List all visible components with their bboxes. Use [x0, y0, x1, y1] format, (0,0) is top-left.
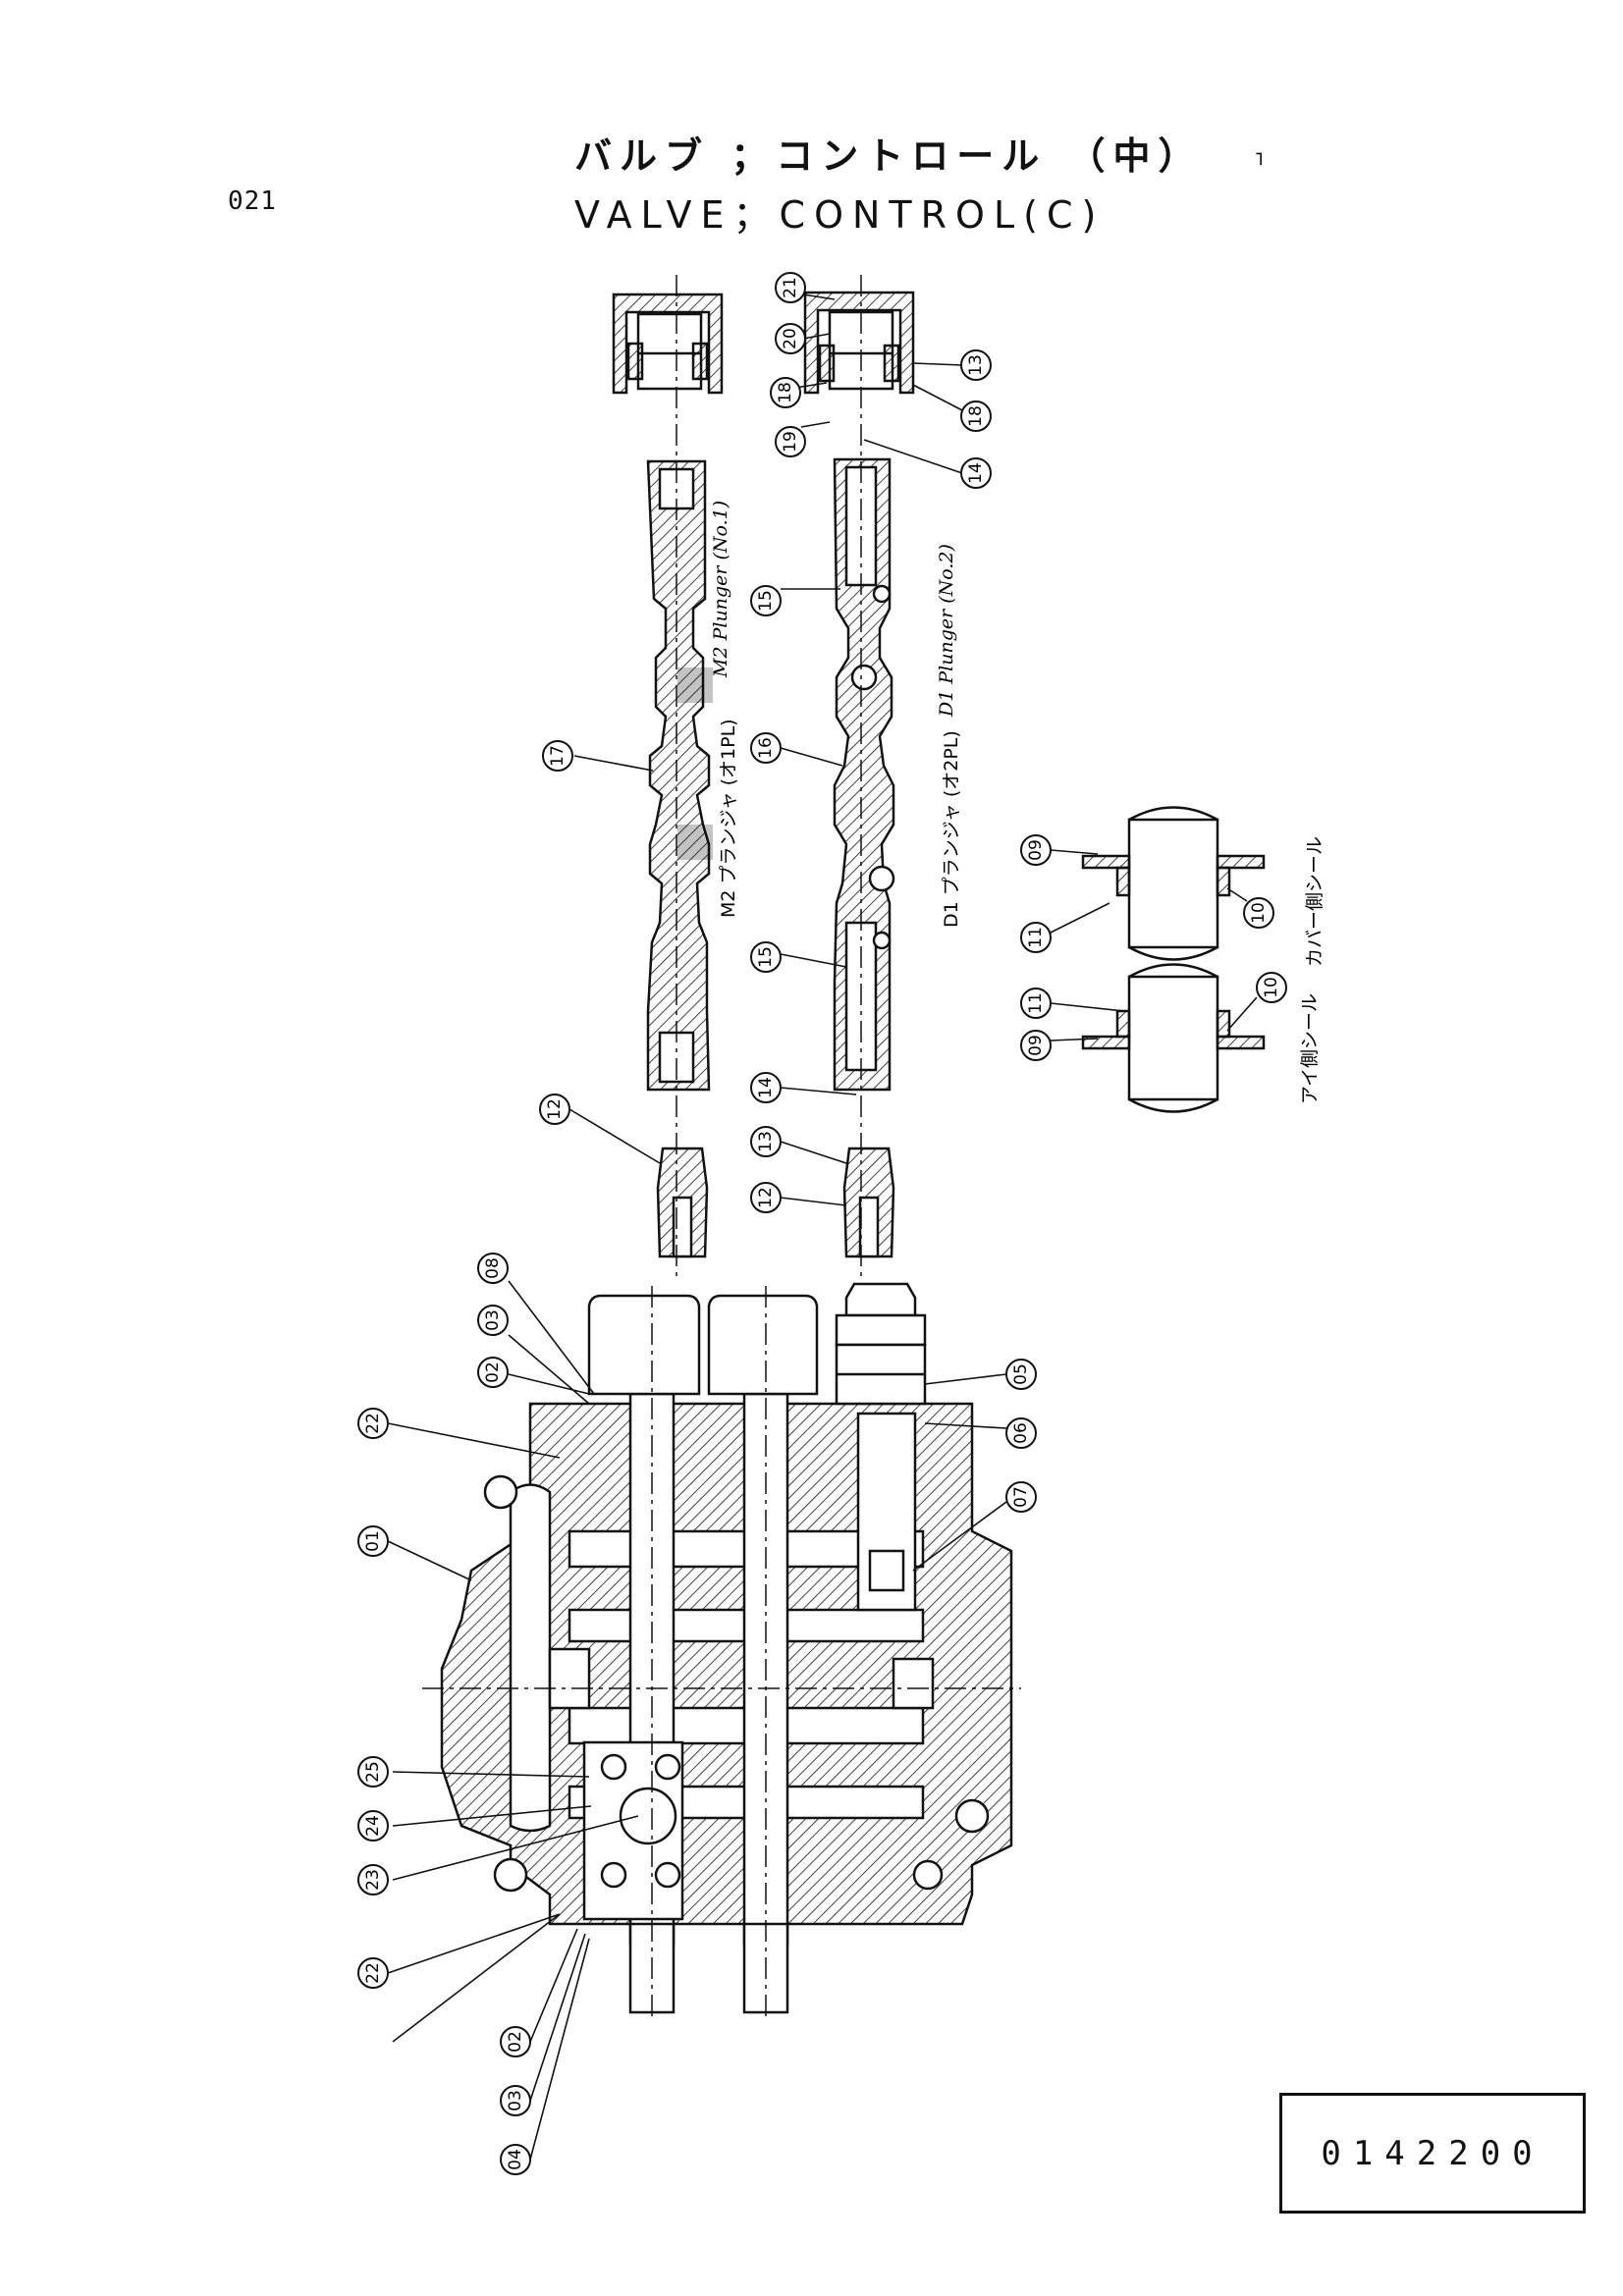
callout-19: 19: [775, 426, 806, 457]
callout-09-b: 09: [1020, 1030, 1052, 1061]
callout-22-a: 22: [357, 1408, 389, 1439]
callout-24: 24: [357, 1810, 389, 1842]
callout-03-a: 03: [477, 1305, 509, 1336]
svg-text:13: 13: [756, 1131, 776, 1152]
svg-text:15: 15: [756, 946, 776, 968]
label-m2-plunger-en: M2 Plunger (No.1): [710, 501, 731, 678]
svg-text:21: 21: [781, 277, 800, 298]
svg-text:12: 12: [545, 1098, 565, 1120]
page-number: 021: [228, 187, 277, 216]
label-eye-seal: アイ側シール: [1299, 993, 1321, 1104]
callout-06: 06: [1005, 1417, 1037, 1449]
relief-valve-stack: [835, 1282, 927, 1406]
callout-05: 05: [1005, 1359, 1037, 1390]
svg-text:03: 03: [506, 2090, 525, 2111]
svg-text:09: 09: [1026, 839, 1046, 861]
svg-text:13: 13: [966, 354, 986, 376]
svg-text:18: 18: [966, 405, 986, 427]
svg-text:11: 11: [1026, 992, 1046, 1014]
label-cover-seal: カバー側シール: [1304, 836, 1325, 967]
svg-text:02: 02: [506, 2031, 525, 2053]
title-english: VALVE；CONTROL(C): [574, 193, 1106, 237]
svg-text:15: 15: [756, 590, 776, 612]
callout-04: 04: [500, 2144, 531, 2175]
svg-text:05: 05: [1011, 1363, 1031, 1385]
cap-right: [803, 291, 915, 395]
spool-cap-right: [707, 1294, 819, 1396]
seal-detail-eye: [1081, 963, 1266, 1113]
label-d1-plunger-jp: D1 プランジャ (オ2PL): [941, 730, 962, 928]
svg-text:25: 25: [363, 1761, 383, 1783]
svg-text:24: 24: [363, 1815, 383, 1837]
callout-10-b: 10: [1256, 972, 1287, 1003]
svg-text:22: 22: [363, 1413, 383, 1434]
svg-text:14: 14: [756, 1077, 776, 1098]
svg-text:10: 10: [1262, 977, 1281, 998]
callout-14-b: 14: [750, 1072, 782, 1103]
svg-text:11: 11: [1026, 927, 1046, 948]
label-m2-plunger-jp: M2 プランジャ (オ1PL): [718, 719, 739, 918]
callout-18-a: 18: [770, 377, 801, 408]
callout-21: 21: [775, 272, 806, 303]
callout-11-b: 11: [1020, 988, 1052, 1019]
callout-02-b: 02: [500, 2026, 531, 2057]
svg-text:19: 19: [781, 431, 800, 453]
callout-12-b: 12: [750, 1182, 782, 1213]
svg-text:10: 10: [1249, 902, 1269, 924]
callout-08: 08: [477, 1253, 509, 1284]
svg-text:17: 17: [548, 745, 568, 767]
callout-16: 16: [750, 732, 782, 764]
callout-07: 07: [1005, 1481, 1037, 1513]
end-piece-left: [656, 1147, 709, 1258]
leader-lines: [387, 294, 1258, 2161]
label-d1-plunger-en: D1 Plunger (No.2): [936, 544, 957, 718]
callout-15-b: 15: [750, 941, 782, 973]
m2-plunger: [646, 459, 713, 1092]
svg-text:08: 08: [483, 1257, 503, 1279]
callout-22-b: 22: [357, 1957, 389, 1989]
seal-detail-cover: [1081, 806, 1266, 961]
callout-23: 23: [357, 1864, 389, 1896]
svg-text:22: 22: [363, 1962, 383, 1984]
callout-03-b: 03: [500, 2085, 531, 2116]
callout-12-a: 12: [539, 1094, 570, 1125]
callout-15-a: 15: [750, 585, 782, 616]
spool-cap-left: [587, 1294, 701, 1396]
part-number-box: 0142200: [1279, 2093, 1586, 2214]
callout-13-b: 13: [750, 1126, 782, 1157]
callout-02-a: 02: [477, 1357, 509, 1388]
callout-25: 25: [357, 1756, 389, 1788]
callout-11-a: 11: [1020, 922, 1052, 953]
end-piece-right: [842, 1147, 895, 1258]
svg-text:02: 02: [483, 1362, 503, 1383]
svg-text:20: 20: [781, 328, 800, 349]
svg-text:09: 09: [1026, 1035, 1046, 1056]
svg-text:04: 04: [506, 2149, 525, 2170]
title-japanese: バルブ ；コントロール （中）: [574, 134, 1204, 178]
callout-10-a: 10: [1243, 897, 1274, 929]
svg-text:18: 18: [776, 382, 795, 403]
svg-text:03: 03: [483, 1309, 503, 1331]
svg-text:16: 16: [756, 737, 776, 759]
valve-body: [440, 1392, 1013, 1946]
callout-14-a: 14: [960, 457, 992, 489]
callout-09-a: 09: [1020, 834, 1052, 866]
callout-13-a: 13: [960, 349, 992, 381]
d1-plunger: [833, 457, 895, 1092]
svg-text:01: 01: [363, 1530, 383, 1552]
svg-text:23: 23: [363, 1869, 383, 1891]
callout-01: 01: [357, 1525, 389, 1557]
callout-17: 17: [542, 740, 573, 772]
cap-left: [612, 293, 724, 395]
svg-text:06: 06: [1011, 1422, 1031, 1444]
svg-text:14: 14: [966, 462, 986, 484]
svg-text:12: 12: [756, 1187, 776, 1208]
callout-20: 20: [775, 323, 806, 354]
part-number: 0142200: [1321, 2133, 1544, 2173]
svg-text:07: 07: [1011, 1486, 1031, 1508]
callout-18-b: 18: [960, 400, 992, 432]
